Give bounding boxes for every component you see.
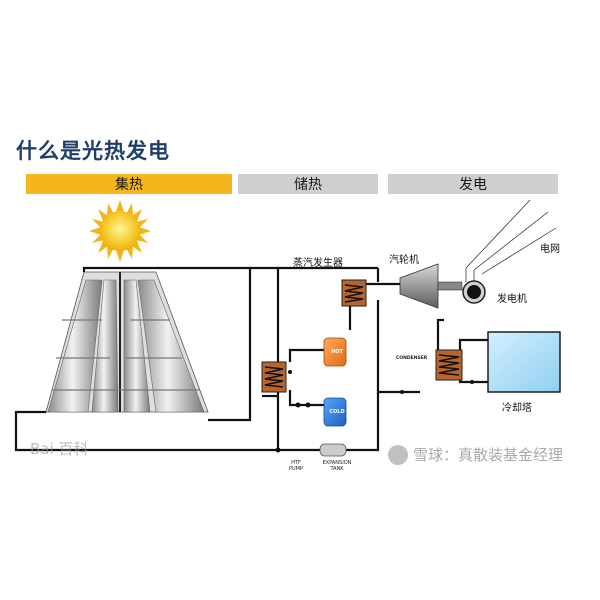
turbine-label: 汽轮机 [389,255,419,266]
page-title: 什么是光热发电 [16,139,170,163]
generator-label: 发电机 [497,294,527,305]
hot-tank [323,337,347,367]
sun-icon [89,200,151,262]
cooling-tower-label: 冷却塔 [502,403,532,414]
solar-collector-field [45,271,209,413]
htf-piping [14,266,488,452]
cold-tank [323,397,347,427]
xueqiu-watermark: 雪球：真散装基金经理 [388,444,563,465]
valve-markers [275,370,474,453]
baike-watermark: Bai 百科 [30,440,89,458]
xueqiu-watermark-text: 雪球：真散装基金经理 [413,446,564,464]
cooling-tower [487,331,561,393]
condenser-label: CONDENSER [396,356,428,361]
xueqiu-logo-icon [388,444,408,465]
grid-lines [465,199,557,282]
grid-label: 电网 [540,244,560,255]
expansion-tank [319,443,347,457]
storage-heat-exchanger [261,361,287,393]
expansion-tank-label: EXPANSION TANK [322,460,352,472]
condenser [435,349,463,381]
steam-generator-exchanger [341,279,367,307]
generator [462,280,486,304]
htf-pump-label: HTF PUMP [288,460,303,472]
stage-collect-heat: 集热 [26,174,232,194]
cold-tank-label: COLD [329,409,345,415]
steam-generator-label: 蒸汽发生器 [293,258,343,269]
stage-power-generation: 发电 [388,174,558,194]
turbine [399,263,463,309]
hot-tank-label: HOT [331,349,343,355]
stage-heat-storage: 储热 [238,174,378,194]
